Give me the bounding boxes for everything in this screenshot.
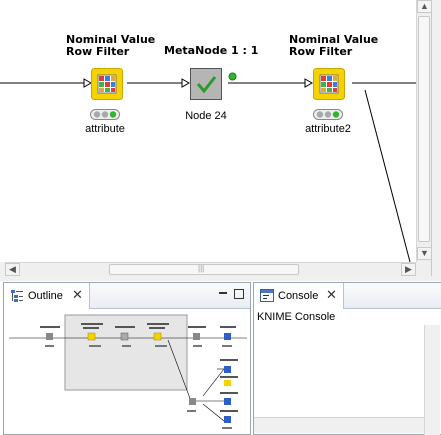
- node-title-line1: Nominal Value: [289, 33, 379, 46]
- status-traffic-light: [90, 109, 120, 120]
- console-scrollbar-right[interactable]: [424, 325, 440, 435]
- close-icon[interactable]: ✕: [72, 287, 83, 302]
- outline-panel: Outline ✕: [3, 282, 251, 435]
- sash[interactable]: [0, 276, 441, 281]
- scrollbar-thumb[interactable]: |||: [109, 264, 299, 275]
- node-title-line2: Row Filter: [289, 45, 353, 58]
- console-tab[interactable]: Console ✕: [254, 283, 344, 309]
- scroll-corner: [416, 262, 431, 276]
- console-icon: [260, 289, 274, 302]
- node-label: Node 24: [185, 110, 227, 122]
- outline-tab-bar: Outline ✕: [4, 283, 250, 309]
- console-tab-label: Console: [278, 290, 319, 302]
- scroll-right-icon[interactable]: ▶: [401, 263, 416, 276]
- node-title-line2: Row Filter: [66, 45, 130, 58]
- close-icon[interactable]: ✕: [326, 287, 337, 302]
- outline-tab-label: Outline: [28, 290, 63, 302]
- editor-left-edge: [0, 262, 5, 276]
- console-header: KNIME Console: [257, 311, 336, 323]
- console-scrollbar-bottom[interactable]: [254, 417, 424, 433]
- node-label: attribute: [85, 123, 125, 135]
- node-label: attribute2: [305, 123, 351, 135]
- editor-vertical-scrollbar[interactable]: ▲ ▼: [416, 0, 432, 262]
- status-dot-green: [228, 72, 237, 81]
- workflow-editor[interactable]: Nominal Value Row Filter attribute MetaN…: [0, 0, 416, 262]
- scrollbar-thumb[interactable]: [418, 16, 430, 242]
- scroll-up-icon[interactable]: ▲: [417, 0, 432, 13]
- node-title: Nominal Value Row Filter: [66, 34, 155, 58]
- editor-horizontal-scrollbar[interactable]: ◀ ||| ▶: [5, 262, 416, 276]
- node-title: MetaNode 1 : 1: [164, 45, 258, 57]
- outline-tab[interactable]: Outline ✕: [4, 283, 90, 309]
- outline-icon: [11, 290, 23, 302]
- node-title-line1: MetaNode 1 : 1: [164, 44, 259, 57]
- outline-overview[interactable]: [9, 312, 247, 432]
- connection-lines: [0, 78, 416, 262]
- metanode-check-icon[interactable]: [190, 68, 222, 100]
- window-right-edge: [431, 0, 441, 280]
- console-tab-bar: Console ✕: [254, 283, 441, 309]
- scroll-left-icon[interactable]: ◀: [5, 263, 20, 276]
- row-filter-icon[interactable]: [313, 68, 345, 100]
- minimize-icon[interactable]: [218, 289, 228, 299]
- node-title-line1: Nominal Value: [66, 33, 156, 46]
- console-panel: Console ✕ KNIME Console: [253, 282, 441, 435]
- grip-icon: |||: [198, 264, 205, 273]
- row-filter-icon[interactable]: [91, 68, 123, 100]
- node-title: Nominal Value Row Filter: [289, 34, 378, 58]
- maximize-icon[interactable]: [234, 289, 244, 299]
- status-traffic-light: [313, 109, 343, 120]
- scroll-down-icon[interactable]: ▼: [417, 247, 432, 260]
